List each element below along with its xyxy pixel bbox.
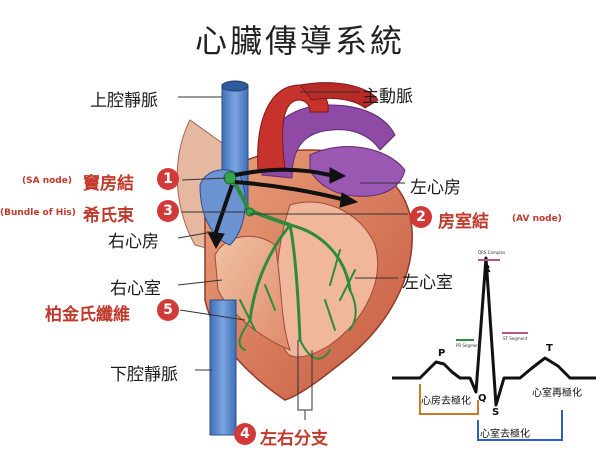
ecg-label-p: P (438, 348, 446, 359)
ecg-label-ventricular-repolarization: 心室再極化 (532, 388, 582, 399)
label-bundle-branches: 左右分支 (260, 429, 328, 449)
label-aorta: 主動脈 (362, 87, 413, 107)
ecg-label-r: R (483, 264, 491, 275)
label-left-atrium: 左心房 (410, 178, 461, 198)
ecg-label-qrs-complex: QRS Complex (478, 250, 506, 255)
badge-bundle-branches: 4 (234, 423, 256, 445)
ecg-label-pr-segment: PR Segment (456, 343, 481, 348)
conduction-pathway (230, 176, 357, 360)
ecg-label-atrial-depolarization: 心房去極化 (421, 396, 471, 407)
ecg-trace (392, 256, 596, 441)
badge-av-node: 2 (410, 206, 432, 228)
label-bundle-of-his: 希氏束 (83, 206, 134, 226)
label-purkinje-fibers: 柏金氏纖維 (45, 305, 130, 325)
left-atrium (309, 146, 406, 197)
badge-sa-node: 1 (157, 168, 179, 190)
aorta (257, 84, 329, 171)
inferior-vena-cava (209, 299, 237, 436)
label-sa-node: 竇房結 (83, 174, 134, 194)
badge-bundle-of-his: 3 (157, 200, 179, 222)
badge-purkinje-fibers: 5 (157, 299, 179, 321)
ecg-label-s: S (492, 407, 500, 418)
aorta-arch (299, 82, 379, 109)
label-left-ventricle: 左心室 (402, 273, 453, 293)
ecg-label-st-segment: ST Segment (503, 336, 528, 341)
label-inferior-vena-cava: 下腔靜脈 (110, 365, 178, 385)
label-av-node: 房室結 (438, 212, 489, 232)
ecg-label-q: Q (478, 393, 487, 404)
label-sa-node-english: (SA node) (22, 176, 72, 186)
leader-lines (177, 91, 408, 420)
label-superior-vena-cava: 上腔靜脈 (90, 91, 158, 111)
label-right-atrium: 右心房 (108, 232, 159, 252)
label-av-node-english: (AV node) (512, 214, 562, 224)
ecg-label-t: T (546, 343, 553, 354)
pulmonary-artery (261, 104, 396, 179)
av-node-marker (245, 207, 255, 217)
diagram-title: 心臟傳導系統 (194, 22, 405, 60)
label-right-ventricle: 右心室 (110, 279, 161, 299)
label-bundle-of-his-english: (Bundle of His) (0, 208, 76, 218)
ecg-label-ventricular-depolarization: 心室去極化 (480, 429, 530, 440)
